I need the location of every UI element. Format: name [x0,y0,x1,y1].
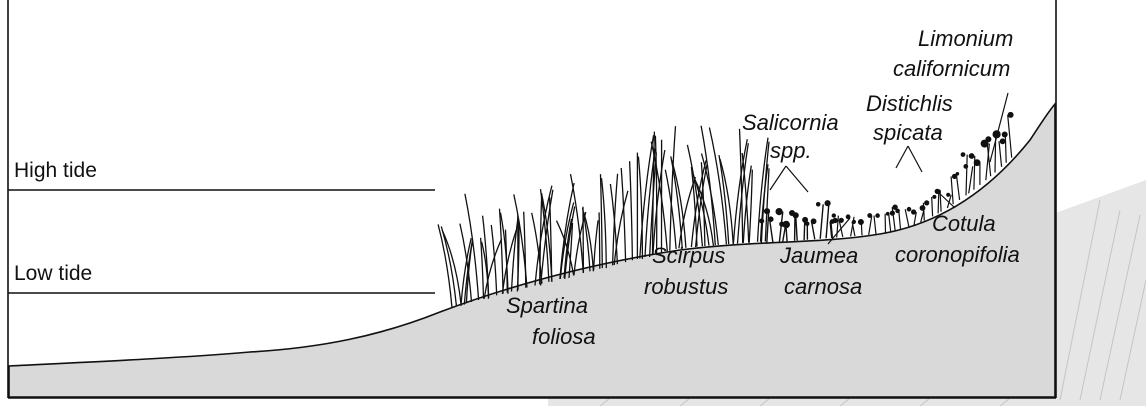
shrub-head [1000,139,1005,144]
shrub-head [1008,113,1013,118]
shrub-stem [1005,135,1006,163]
shrub-head [933,196,936,199]
shrub-head [811,219,815,223]
shrub-head [893,205,897,209]
shrub-head [769,217,773,221]
grass-blade [512,218,519,292]
shrub-stem [966,155,967,196]
shrub-stem [892,207,895,231]
shrub-head [783,221,789,227]
shrub-stem [820,204,823,239]
shrub-head [803,218,808,223]
shrub-stem [1008,115,1012,158]
grass-blade [719,155,729,244]
shrub-stem [796,215,798,240]
grass-blade [461,238,471,305]
shrub-stem [905,209,909,227]
shrub-head [1002,132,1007,137]
grass-blade [574,212,586,275]
shrub-stem [899,211,901,230]
low-tide-label: Low tide [14,262,92,285]
shrub-stem [869,216,872,235]
shrub-head [969,154,974,159]
shrub-head [793,213,798,218]
shrub-head [833,218,837,222]
shrub-head [907,208,910,211]
shrub-head [852,220,855,223]
grass-blade [630,161,633,260]
shrub-stem [874,216,876,235]
shrub-head [839,218,843,222]
shrub-stem [761,221,762,244]
grass-blade [599,212,600,268]
shrub-stem [804,220,805,240]
shrub-head [947,193,950,196]
shrub-head [776,209,782,215]
jaumea-carnosa-illustration [831,214,879,238]
limonium-californicum-label: Limonium californicum [893,26,1020,81]
grass-blade [594,220,599,270]
shrub-head [765,209,770,214]
shrub-head [859,220,864,225]
grass-blade [506,230,508,293]
shrub-head [896,209,899,212]
shrub-stem [826,203,829,238]
salicornia-spp-label: Salicornia spp. [742,110,845,163]
shrub-head [956,173,958,175]
shrub-head [974,160,980,166]
shrub-stem [969,166,973,193]
shrub-stem [951,176,953,204]
shrub-stem [956,174,959,200]
shrub-stem [999,141,1002,167]
shrub-head [986,137,991,142]
shrub-head [868,214,872,218]
shrub-head [817,203,820,206]
distichlis-spicata-label: Distichlis spicata [866,91,959,145]
grass-blade [655,136,656,256]
shrub-head [876,214,879,217]
shrub-head [912,210,916,214]
shrub-stem [779,212,782,242]
shrub-stem [770,219,773,242]
shrub-head [961,153,965,157]
shrub-head [806,222,809,225]
shrub-stem [923,203,924,221]
shrub-head [832,214,835,217]
shrub-stem [889,213,891,233]
shrub-head [925,201,929,205]
shrub-head [825,201,830,206]
high-tide-label: High tide [14,159,97,182]
shrub-head [964,165,968,169]
shrub-head [760,219,764,223]
salicornia-illustration [760,201,834,244]
